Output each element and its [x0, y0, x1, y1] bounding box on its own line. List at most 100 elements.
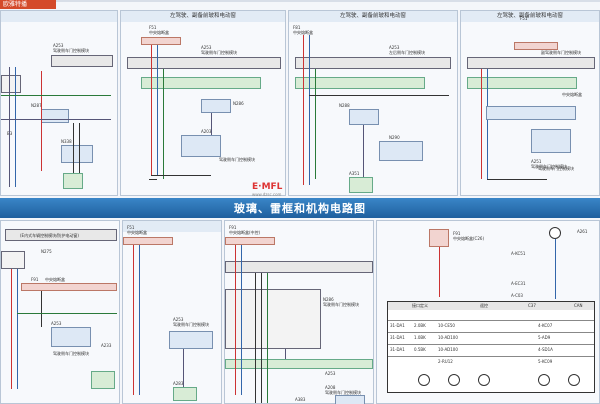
component-label: F81	[293, 25, 301, 30]
wire	[309, 35, 310, 185]
module-box	[169, 331, 213, 349]
wire	[555, 239, 556, 299]
fuse-box	[514, 42, 558, 50]
component-label: 驾驶侧车门控制模块	[538, 166, 574, 171]
module-box	[295, 57, 451, 69]
wire	[15, 67, 16, 187]
wire	[241, 245, 242, 395]
component-label: 驾驶侧车门控制模块	[325, 390, 361, 395]
top-column-1: A253 驾驶侧车门控制模块 N287 B3 N338	[0, 10, 118, 196]
fuse-box	[225, 237, 275, 245]
component-label: A261	[577, 229, 588, 234]
top-column-3: 左驾驶、副备前玻和电动窗 F81 中央熔断盒 A253 左后侧车门控制模块 N2…	[288, 10, 458, 196]
fuse-box	[123, 237, 173, 245]
component-label: 驾驶侧车门控制模块	[201, 50, 237, 55]
component-label: A-C03	[511, 293, 523, 298]
component-label: A251	[531, 159, 542, 164]
switch-box	[1, 75, 21, 93]
component-label: A283	[173, 381, 184, 386]
wire	[133, 245, 134, 395]
component-label: A253	[173, 317, 184, 322]
component-label: F91	[229, 225, 237, 230]
component-label: F91	[453, 231, 461, 236]
component-label: A351	[349, 171, 360, 176]
module-box	[295, 77, 425, 89]
wire	[309, 95, 449, 96]
motor-symbol	[568, 374, 580, 386]
wire	[211, 113, 212, 135]
top-column-2: 左驾驶、副备前玻和电动窗 F51 中央熔断盒 A253 驾驶侧车门控制模块 N2…	[120, 10, 286, 196]
table-row: 31-DA1 2.0BK 10-CE50 4-KC07	[388, 320, 594, 328]
module-box	[51, 55, 113, 67]
fuse-box	[21, 283, 117, 291]
wire	[11, 269, 12, 389]
component-label: A253	[389, 45, 400, 50]
wire	[1, 95, 111, 96]
table-cell: 5-AD9	[538, 335, 551, 340]
component-label: 驾驶侧车门控制模块	[323, 302, 359, 307]
module-box	[41, 109, 69, 123]
component-label: F51	[127, 225, 135, 230]
module-box	[61, 145, 93, 163]
wire	[17, 313, 117, 314]
wire	[487, 69, 488, 179]
module-box: (E内式车辆控制模块/防护电动窗)	[5, 229, 117, 241]
column-head: 左驾驶、副备前玻和电动窗	[121, 11, 285, 22]
watermark-logo: E·MFL www.dzsc.com	[252, 182, 282, 197]
table-cell: 1.0BK	[414, 335, 426, 340]
component-label: 驾驶侧车门控制模块	[53, 48, 89, 53]
component-label: N286	[323, 297, 334, 302]
module-box	[349, 109, 379, 125]
wire	[17, 269, 18, 389]
wire	[285, 349, 286, 359]
table-cell: 4-SD1A	[538, 347, 553, 352]
module-box	[181, 135, 221, 157]
component-label: 中央熔断盒	[149, 30, 169, 35]
column-head: 左驾驶、副备前玻和电动窗	[289, 11, 457, 22]
component-label: 左后侧车门控制模块	[389, 50, 425, 55]
component-label: A203	[201, 129, 212, 134]
module-box	[349, 177, 373, 193]
module-box	[91, 371, 115, 389]
connector-table: 接口定义 遥控 C37 CAN 31-DA1 2.0BK 10-CE50 4-K…	[387, 301, 595, 393]
wire	[157, 45, 158, 175]
fuse-box	[429, 229, 449, 247]
module-box	[379, 141, 423, 161]
wire	[73, 123, 74, 173]
component-label: F91	[31, 277, 39, 282]
table-header-row: 接口定义 遥控 C37 CAN	[388, 302, 594, 310]
module-box	[531, 129, 571, 153]
wire	[41, 291, 42, 327]
table-header: 遥控	[480, 303, 488, 308]
title-banner: 玻璃、雷框和机构电路图	[0, 198, 600, 218]
table-cell: 2.0BK	[414, 323, 426, 328]
wire	[1, 119, 111, 120]
top-column-4: 左驾驶、副备前玻和电动窗 A253 副驾驶侧车门控制模块 N240 A251 驾…	[460, 10, 600, 196]
component-label: 驾驶侧车门控制模块	[219, 157, 255, 162]
component-label: 中央熔断盒	[45, 277, 65, 282]
module-box	[173, 387, 197, 401]
motor-symbol	[448, 374, 460, 386]
wire	[481, 69, 482, 179]
wire	[487, 179, 547, 180]
module-box	[51, 327, 91, 347]
wire	[363, 125, 364, 177]
motor-symbol	[478, 374, 490, 386]
table-row: 2-RU12 5-KC09	[388, 356, 594, 364]
corner-label: 欧雅特播	[0, 0, 56, 9]
table-cell: 31-DA1	[390, 347, 405, 352]
wire	[183, 349, 184, 387]
wire	[261, 273, 262, 403]
control-panel	[225, 289, 321, 349]
component-label: A-KC51	[511, 251, 526, 256]
module-box	[225, 261, 373, 273]
module-box	[127, 57, 281, 69]
wire	[163, 69, 164, 179]
component-label: 副驾驶侧车门控制模块	[541, 50, 581, 55]
table-cell: 10-AD100	[438, 347, 458, 352]
component-label: A-EC31	[511, 281, 526, 286]
component-label: A208	[325, 385, 336, 390]
table-header: CAN	[574, 303, 583, 308]
wire	[303, 35, 304, 185]
table-cell: 31-DA1	[390, 335, 405, 340]
